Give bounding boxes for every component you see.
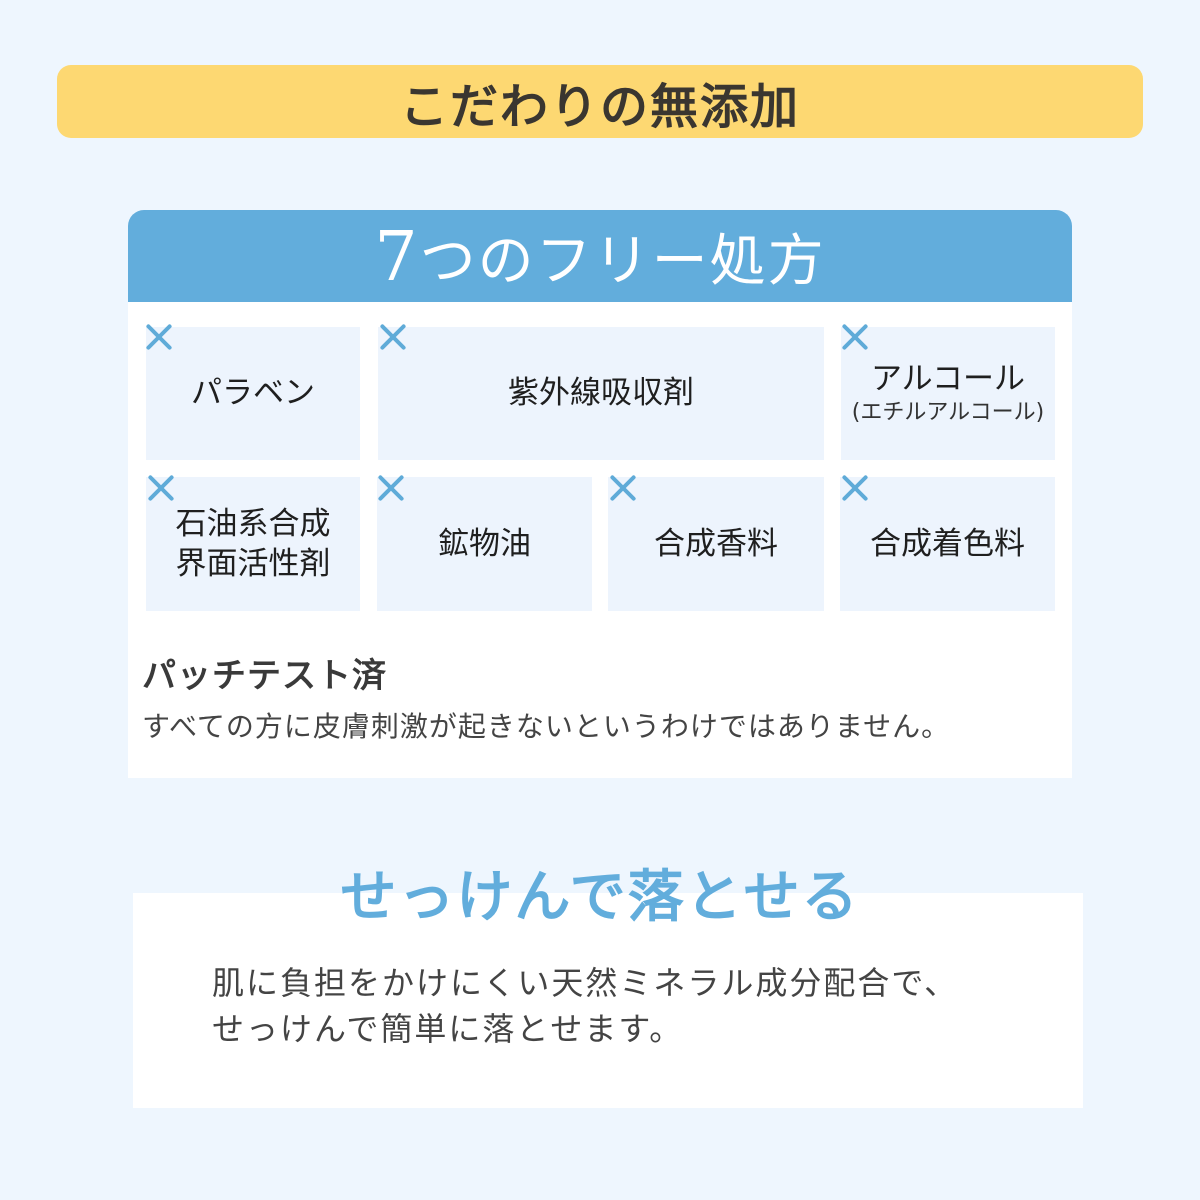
free-item-label: 紫外線吸収剤 — [508, 375, 694, 412]
free-item-alcohol: アルコール (エチルアルコール) — [841, 327, 1055, 460]
free-item-paraben: パラベン — [146, 327, 360, 460]
free-item-label: 合成着色料 — [870, 525, 1025, 562]
soap-description: 肌に負担をかけにくい天然ミネラル成分配合で、 せっけんで簡単に落とせます。 — [212, 960, 958, 1052]
soap-title: せっけんで落とせる — [340, 865, 860, 930]
free-item-label: 合成香料 — [654, 525, 778, 562]
free-item-label: 鉱物油 — [438, 525, 531, 562]
free-item-label: アルコール — [870, 361, 1026, 398]
free-item-colorant: 合成着色料 — [840, 477, 1055, 611]
free-item-label: パラベン — [191, 375, 315, 412]
free-item-mineral-oil: 鉱物油 — [377, 477, 592, 611]
free-item-surfactant: 石油系合成 界面活性剤 — [146, 477, 360, 611]
free-item-sublabel: (エチルアルコール) — [851, 400, 1045, 426]
free-item-uv-absorber: 紫外線吸収剤 — [378, 327, 824, 460]
soap-line-2: せっけんで簡単に落とせます。 — [212, 1010, 684, 1048]
cross-icon — [376, 473, 406, 503]
cross-icon — [146, 473, 176, 503]
free-item-label-2: 界面活性剤 — [175, 546, 331, 582]
cross-icon — [144, 322, 174, 352]
cross-icon — [608, 473, 638, 503]
free-formula-title: 7つのフリー処方 — [374, 216, 825, 297]
cross-icon — [840, 322, 870, 352]
patch-test-note: すべての方に皮膚刺激が起きないというわけではありません。 — [142, 710, 951, 743]
cross-icon — [378, 322, 408, 352]
free-count: 7 — [374, 217, 420, 297]
free-formula-header: 7つのフリー処方 — [128, 210, 1072, 302]
free-title-text: つのフリー処方 — [419, 228, 826, 294]
cross-icon — [840, 473, 870, 503]
soap-line-1: 肌に負担をかけにくい天然ミネラル成分配合で、 — [212, 964, 959, 1002]
soap-card — [133, 893, 1083, 1108]
patch-test-title: パッチテスト済 — [142, 656, 387, 696]
free-item-fragrance: 合成香料 — [608, 477, 824, 611]
section-banner: こだわりの無添加 — [57, 65, 1143, 138]
banner-title: こだわりの無添加 — [399, 78, 800, 135]
free-item-label: 石油系合成 — [175, 505, 331, 542]
